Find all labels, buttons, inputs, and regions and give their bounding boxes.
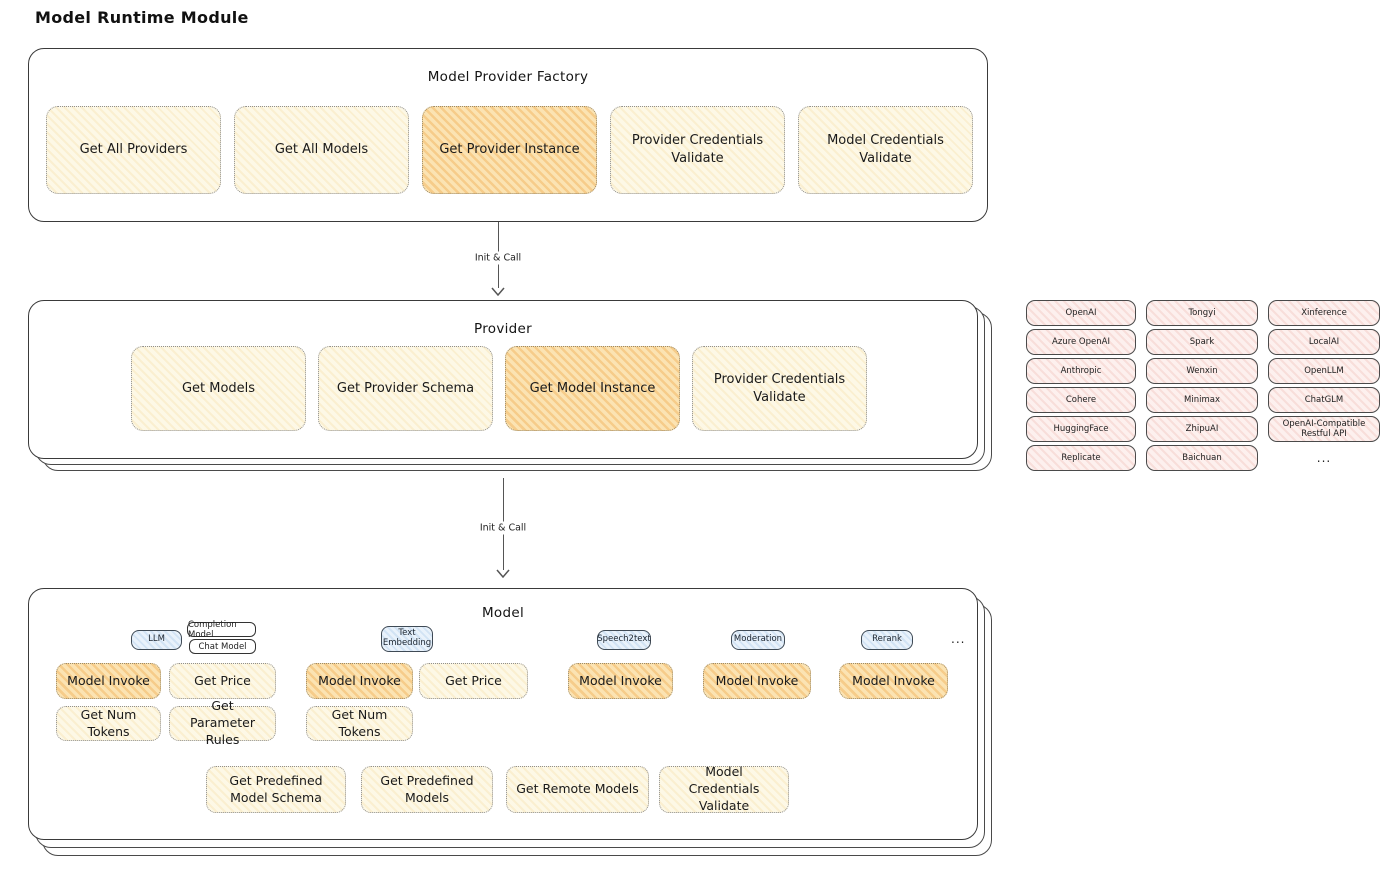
tag-completion-model: Completion Model [187, 620, 256, 640]
node-get-model-instance: Get Model Instance [505, 346, 680, 431]
node-get-predefined-model-schema: Get Predefined Model Schema [206, 766, 346, 813]
arrow-head-icon [496, 569, 510, 578]
node-get-provider-instance: Get Provider Instance [422, 106, 597, 194]
provider-item: Minimax [1146, 387, 1258, 413]
node-get-predefined-models: Get Predefined Models [361, 766, 493, 813]
provider-item: Xinference [1268, 300, 1380, 326]
node-model-invoke-rerank: Model Invoke [839, 663, 948, 699]
node-provider-credentials-validate-2: Provider Credentials Validate [692, 346, 867, 431]
init-call-label-2: Init & Call [475, 521, 531, 535]
provider-item: HuggingFace [1026, 416, 1136, 442]
provider-item: Azure OpenAI [1026, 329, 1136, 355]
tag-rerank: Rerank [861, 630, 913, 650]
provider-item: Replicate [1026, 445, 1136, 471]
provider-item: ChatGLM [1268, 387, 1380, 413]
init-call-label-1: Init & Call [470, 251, 526, 265]
node-get-models: Get Models [131, 346, 306, 431]
tag-text-embedding: Text Embedding [381, 626, 433, 652]
provider-list-ellipsis: ... [1316, 451, 1332, 465]
node-get-price-llm: Get Price [169, 663, 276, 699]
provider-item: OpenAI [1026, 300, 1136, 326]
node-get-num-tokens-embedding: Get Num Tokens [306, 706, 413, 741]
tag-chat-model: Chat Model [189, 639, 256, 654]
node-get-remote-models: Get Remote Models [506, 766, 649, 813]
tag-llm: LLM [131, 630, 182, 650]
provider-panel-title: Provider [474, 321, 532, 337]
tag-speech2text: Speech2text [597, 630, 651, 650]
node-model-invoke-embedding: Model Invoke [306, 663, 413, 699]
arrow-head-icon [491, 287, 505, 296]
model-panel-title: Model [481, 605, 525, 621]
provider-item: Baichuan [1146, 445, 1258, 471]
node-get-num-tokens-llm: Get Num Tokens [56, 706, 161, 741]
node-model-credentials-validate-bottom: Model Credentials Validate [659, 764, 789, 813]
factory-items-row: Get All Providers Get All Models Get Pro… [46, 106, 973, 194]
provider-list: OpenAI Tongyi Xinference Azure OpenAI Sp… [1026, 300, 1380, 471]
node-get-provider-schema: Get Provider Schema [318, 346, 493, 431]
provider-item: OpenAI-Compatible Restful API [1268, 416, 1380, 442]
node-model-invoke-llm: Model Invoke [56, 663, 161, 699]
node-provider-credentials-validate: Provider Credentials Validate [610, 106, 785, 194]
init-call-arrow-1: Init & Call [470, 222, 526, 296]
provider-item: Cohere [1026, 387, 1136, 413]
provider-item: Spark [1146, 329, 1258, 355]
node-get-all-providers: Get All Providers [46, 106, 221, 194]
diagram-title: Model Runtime Module [35, 8, 249, 27]
node-model-credentials-validate: Model Credentials Validate [798, 106, 973, 194]
provider-items-row: Get Models Get Provider Schema Get Model… [131, 346, 867, 431]
init-call-arrow-2: Init & Call [475, 478, 531, 578]
provider-item: LocalAI [1268, 329, 1380, 355]
provider-panel: Provider Get Models Get Provider Schema … [28, 300, 978, 459]
provider-item: Anthropic [1026, 358, 1136, 384]
node-get-price-embedding: Get Price [419, 663, 528, 699]
factory-panel: Model Provider Factory Get All Providers… [28, 48, 988, 222]
node-model-invoke-speech2text: Model Invoke [568, 663, 673, 699]
provider-item: OpenLLM [1268, 358, 1380, 384]
provider-item: Wenxin [1146, 358, 1258, 384]
provider-item: Tongyi [1146, 300, 1258, 326]
model-panel: Model LLM Completion Model Chat Model Te… [28, 588, 978, 840]
factory-panel-title: Model Provider Factory [427, 69, 589, 85]
node-model-invoke-moderation: Model Invoke [703, 663, 811, 699]
provider-item: ZhipuAI [1146, 416, 1258, 442]
node-get-all-models: Get All Models [234, 106, 409, 194]
node-get-parameter-rules: Get Parameter Rules [169, 698, 276, 747]
tag-moderation: Moderation [731, 630, 785, 650]
model-tags-ellipsis: ... [951, 632, 966, 646]
